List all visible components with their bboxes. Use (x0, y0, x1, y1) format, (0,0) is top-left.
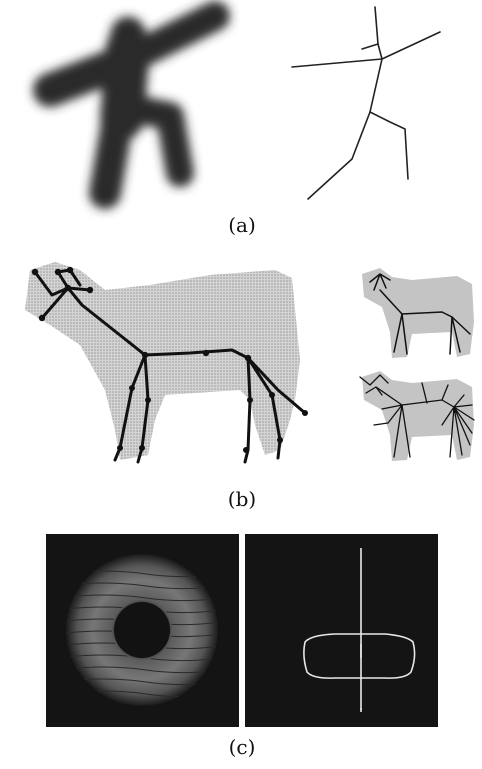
panel-a-skeleton-figure (290, 4, 450, 204)
panel-b-cow-skeleton-large (10, 250, 320, 480)
panel-c-torus-image (46, 534, 239, 727)
panel-c-skeleton-image (245, 534, 438, 727)
caption-a: (a) (212, 213, 272, 237)
panel-b-cow-skeleton-small-bottom (352, 365, 477, 465)
caption-b: (b) (212, 487, 272, 511)
panel-b-cow-skeleton-small-top (352, 262, 477, 362)
panel-a-blob-figure (30, 8, 260, 218)
caption-c: (c) (212, 735, 272, 759)
